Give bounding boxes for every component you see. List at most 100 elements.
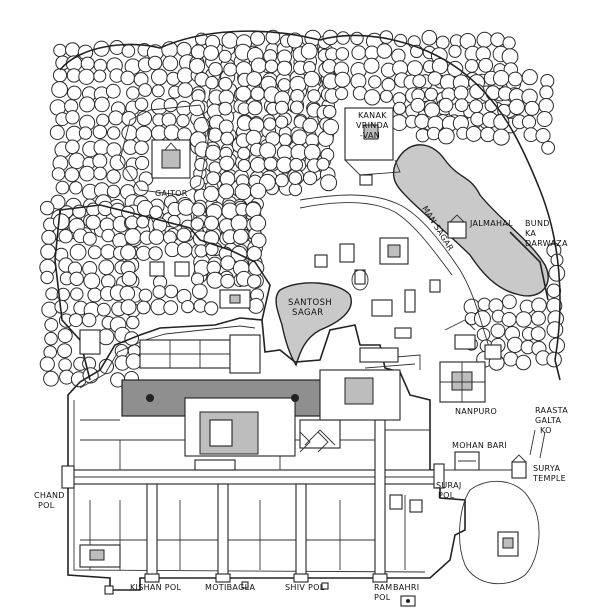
- hill-scallop: [368, 75, 382, 89]
- label-motibagla: MOTIBAGLA: [205, 583, 256, 592]
- palace-dome-east: [291, 394, 299, 402]
- hill-scallop: [190, 44, 206, 60]
- hill-scallop: [288, 171, 303, 185]
- outer-structure-1: [104, 585, 114, 595]
- hill-scallop: [530, 310, 546, 326]
- label-shiv-pol: SHIV POL: [285, 583, 325, 592]
- label-kanak-3: -VAN: [360, 131, 380, 140]
- hill-scallop: [536, 111, 553, 127]
- bund-embankment: [509, 231, 549, 301]
- hill-scallop: [53, 213, 70, 230]
- hill-scallop: [107, 126, 121, 140]
- hill-scallop: [364, 89, 381, 106]
- hill-scallop: [121, 270, 138, 287]
- hill-scallop: [265, 29, 281, 45]
- hill-scallop: [151, 84, 165, 98]
- hill-scallop: [40, 270, 54, 285]
- hill-scallop: [135, 155, 150, 171]
- hill-scallop: [194, 244, 208, 258]
- hill-scallop: [205, 75, 219, 90]
- hill-scallop: [334, 71, 351, 88]
- hill-scallop: [322, 118, 339, 136]
- jalmahal-palace: [447, 221, 467, 239]
- hill-scallop: [85, 214, 101, 230]
- nanpuro-divisions: [440, 362, 485, 402]
- haveli-1-court: [387, 244, 401, 258]
- hill-scallop: [81, 312, 97, 328]
- hill-scallop: [410, 97, 426, 113]
- hill-scallop: [190, 217, 205, 231]
- hill-scallop: [205, 144, 222, 161]
- haveli-3: [404, 289, 416, 313]
- hill-scallop: [82, 231, 97, 246]
- hill-scallop: [303, 143, 321, 161]
- hill-scallop: [134, 97, 149, 112]
- hill-scallop: [218, 183, 235, 200]
- label-raasta-1: RAASTA: [535, 406, 568, 415]
- hill-scallop: [194, 157, 208, 172]
- hill-scallop: [546, 321, 564, 339]
- hill-scallop: [109, 154, 126, 171]
- hill-scallop: [412, 74, 427, 88]
- hill-scallop: [79, 165, 95, 182]
- label-chand-1: CHAND: [34, 491, 65, 500]
- hill-scallop: [249, 214, 267, 232]
- hill-scallop: [189, 175, 205, 191]
- small-temple-2: [317, 431, 329, 453]
- hill-scallop: [138, 83, 153, 97]
- hill-scallop: [58, 358, 72, 372]
- hill-scallop: [191, 283, 208, 300]
- hill-scallop: [247, 100, 263, 116]
- hill-scallop: [350, 31, 364, 46]
- hill-scallop: [51, 167, 66, 181]
- stepwell: [351, 269, 369, 291]
- hill-scallop: [92, 153, 108, 169]
- hill-scallop: [206, 171, 221, 186]
- hill-scallop: [79, 96, 96, 113]
- bahri-well: [406, 599, 410, 603]
- hill-scallop: [237, 146, 251, 160]
- hill-scallop: [303, 70, 320, 88]
- hill-scallop: [163, 230, 177, 245]
- surya-temple-shikhara: [511, 454, 527, 463]
- hill-scallop: [546, 283, 562, 298]
- hill-scallop: [120, 244, 137, 261]
- city-block-2: [194, 459, 236, 471]
- hill-scallop: [218, 101, 233, 116]
- hill-scallop: [548, 264, 566, 282]
- hill-scallop: [121, 44, 136, 58]
- hill-scallop: [220, 273, 235, 289]
- hill-scallop: [124, 228, 142, 245]
- small-temple-1: [299, 431, 311, 453]
- label-ram-1: RAM: [374, 583, 393, 592]
- hill-scallop: [163, 98, 178, 113]
- hill-scallop: [45, 287, 59, 301]
- city-block-1-court: [89, 549, 105, 561]
- hill-scallop: [65, 110, 80, 125]
- label-suraj-1: SURAJ: [436, 481, 462, 490]
- hill-scallop: [521, 69, 538, 86]
- hill-scallop: [65, 42, 80, 58]
- hill-scallop: [247, 297, 264, 314]
- hill-scallop: [176, 241, 193, 258]
- hill-scallop: [289, 157, 304, 172]
- hill-scallop: [69, 271, 84, 286]
- city-wall: [67, 317, 466, 591]
- hill-scallop: [148, 229, 165, 245]
- hill-scallop: [263, 156, 278, 171]
- hill-scallop: [51, 81, 68, 98]
- hill-scallop: [539, 85, 554, 100]
- city-block-4: [409, 499, 423, 513]
- outer-structure-2: [241, 581, 249, 589]
- hill-scallop: [263, 117, 277, 131]
- hill-scallop: [320, 174, 338, 192]
- hill-scallop: [277, 78, 292, 92]
- hill-scallop: [335, 47, 350, 61]
- chand-pol-gate: [61, 465, 75, 489]
- hill-scallop: [437, 127, 455, 145]
- label-kishan-pol: KISHAN POL: [130, 583, 182, 592]
- hill-scallop: [220, 131, 235, 146]
- hill-scallop: [508, 98, 525, 116]
- hill-scallop: [322, 104, 337, 119]
